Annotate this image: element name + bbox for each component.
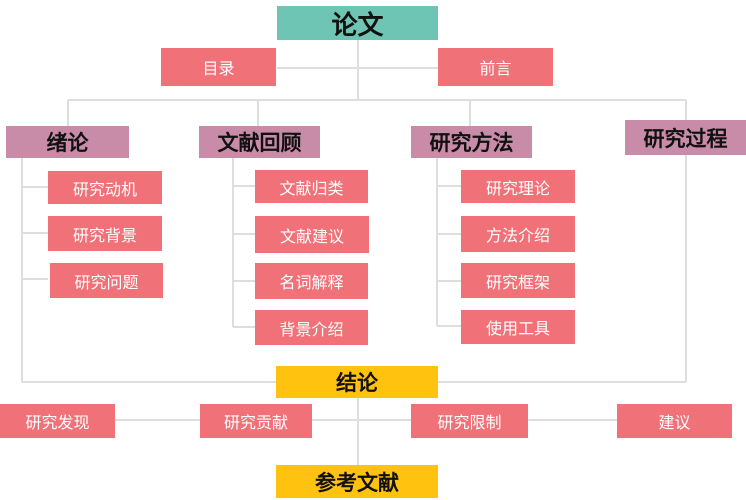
section-literature-review: 文献回顾 bbox=[199, 126, 320, 158]
methods-item: 使用工具 bbox=[461, 310, 575, 344]
toc-node: 目录 bbox=[161, 48, 276, 86]
intro-item: 研究动机 bbox=[48, 171, 162, 204]
section-methods: 研究方法 bbox=[411, 126, 532, 158]
conclusion-item: 研究限制 bbox=[411, 404, 528, 438]
literature-item: 文献归类 bbox=[255, 170, 368, 203]
methods-item: 研究框架 bbox=[461, 263, 575, 298]
literature-item: 名词解释 bbox=[255, 263, 368, 299]
preface-node: 前言 bbox=[438, 48, 553, 86]
methods-item: 研究理论 bbox=[461, 170, 575, 203]
conclusion-item: 研究贡献 bbox=[200, 404, 312, 438]
section-introduction: 绪论 bbox=[6, 126, 129, 158]
conclusion-item: 建议 bbox=[617, 404, 732, 438]
intro-item: 研究背景 bbox=[48, 216, 162, 251]
section-process: 研究过程 bbox=[625, 120, 746, 155]
literature-item: 背景介绍 bbox=[255, 310, 368, 345]
methods-item: 方法介绍 bbox=[461, 216, 575, 252]
conclusion-item: 研究发现 bbox=[0, 404, 115, 438]
conclusion-node: 结论 bbox=[276, 366, 438, 398]
intro-item: 研究问题 bbox=[50, 263, 163, 298]
root-node: 论文 bbox=[277, 6, 438, 41]
literature-item: 文献建议 bbox=[255, 216, 369, 253]
references-node: 参考文献 bbox=[276, 465, 438, 498]
